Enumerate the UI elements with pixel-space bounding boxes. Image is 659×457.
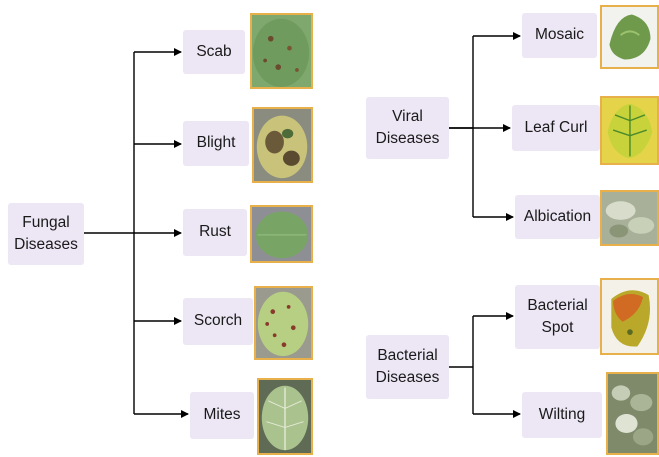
disease-leaf-curl: Leaf Curl xyxy=(512,105,600,151)
category-bacterial-diseases: Bacterial Diseases xyxy=(366,335,449,399)
disease-bacterial-spot: Bacterial Spot xyxy=(515,285,600,349)
leaf-curl-photo xyxy=(600,96,659,165)
category-fungal-diseases: Fungal Diseases xyxy=(8,203,84,265)
category-viral-diseases: Viral Diseases xyxy=(366,97,449,159)
albication-leaf-photo xyxy=(600,190,659,246)
disease-blight: Blight xyxy=(183,121,249,166)
mosaic-leaf-photo xyxy=(600,5,659,69)
scorch-leaf-photo xyxy=(254,286,313,360)
mites-leaf-photo xyxy=(257,378,313,455)
bacterial-spot-leaf-photo xyxy=(600,278,659,355)
disease-rust: Rust xyxy=(183,209,247,256)
disease-albication: Albication xyxy=(515,195,600,239)
disease-scorch: Scorch xyxy=(183,298,253,345)
disease-mites: Mites xyxy=(190,392,254,439)
disease-scab: Scab xyxy=(183,30,245,74)
rust-leaf-photo xyxy=(250,205,313,263)
wilting-plant-photo xyxy=(606,372,659,455)
disease-wilting: Wilting xyxy=(522,392,602,438)
disease-mosaic: Mosaic xyxy=(522,13,597,58)
blight-leaf-photo xyxy=(252,107,313,183)
scab-leaf-photo xyxy=(250,13,313,89)
